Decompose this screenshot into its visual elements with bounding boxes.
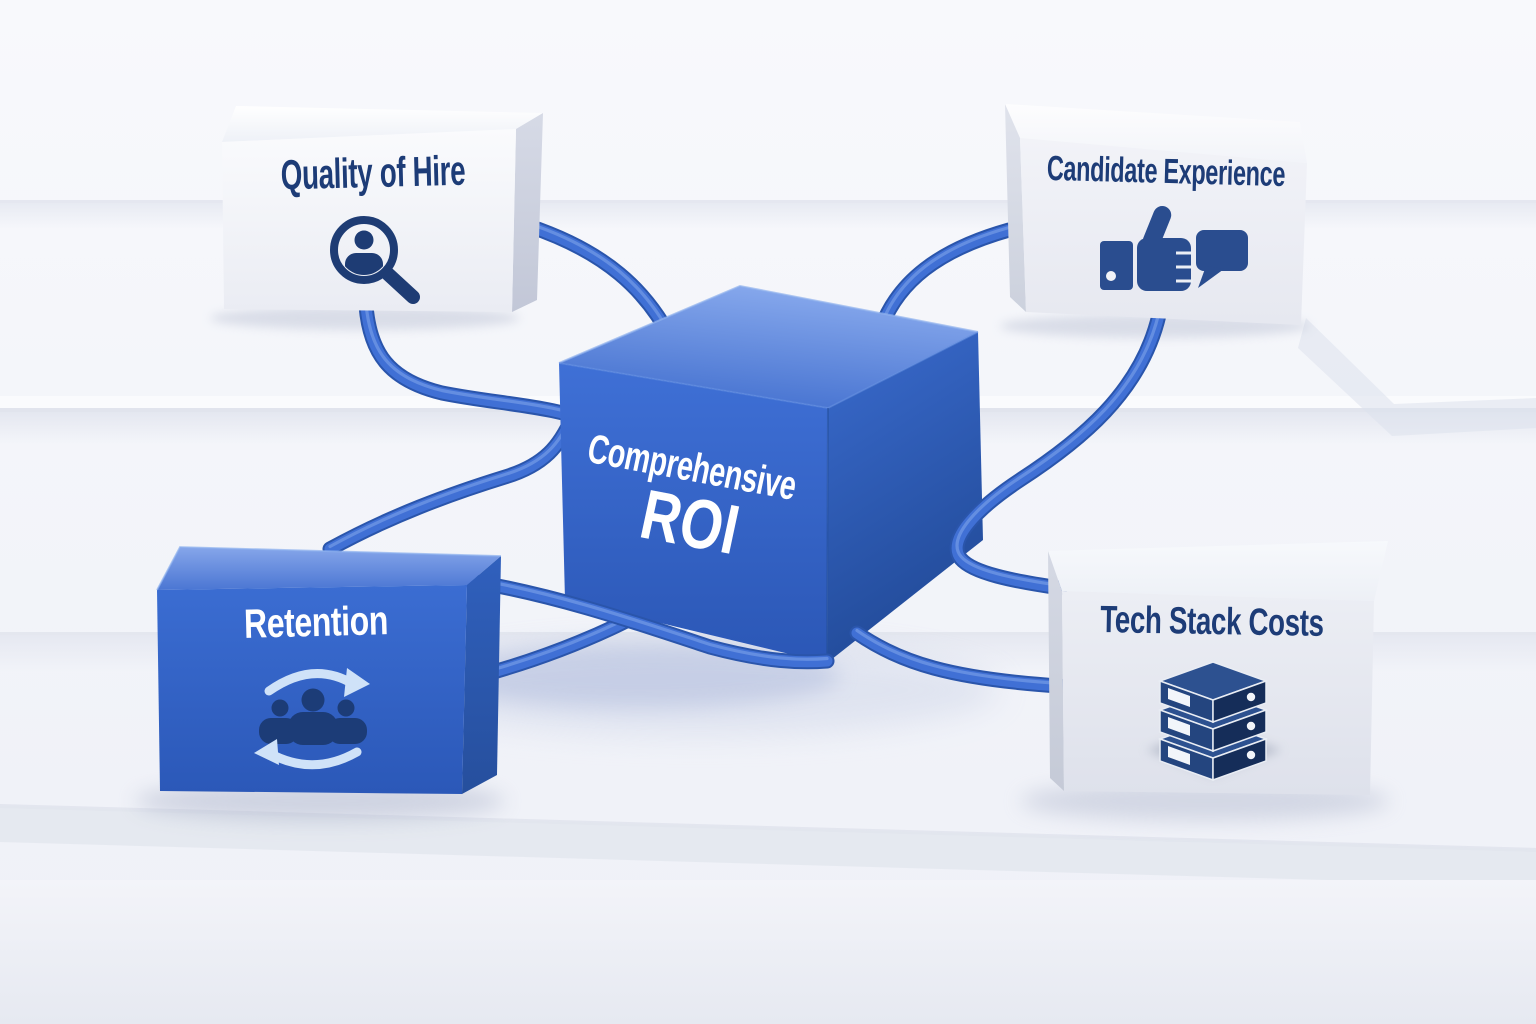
cable-candidate-left	[881, 228, 1009, 329]
server-led	[1246, 750, 1256, 760]
cycle-arrowhead-bottom	[254, 739, 279, 765]
server-right	[1212, 679, 1267, 724]
magnifier-ring	[330, 216, 398, 284]
person-head	[354, 230, 374, 250]
retention-edge-highlight	[156, 546, 502, 591]
retention-side-face	[462, 556, 501, 794]
quality-of-hire-label: Quality of Hire	[280, 146, 466, 199]
cycle-arrow-top	[264, 669, 358, 696]
qoh-side-face	[512, 113, 543, 312]
cuff-dot	[1106, 271, 1116, 281]
roi-cube-top-face	[559, 286, 978, 408]
cube-top-edge-highlight	[558, 284, 979, 364]
roi-cube	[558, 284, 983, 664]
quality-of-hire-box	[222, 106, 543, 312]
server-slot	[1168, 746, 1190, 765]
person-left-head	[271, 699, 289, 717]
thumbs-up-comment-icon	[1100, 206, 1248, 291]
server-slot	[1168, 688, 1190, 707]
floor-base	[0, 880, 1536, 1024]
person-magnifier-icon	[330, 216, 420, 304]
magnifier-person	[345, 230, 383, 275]
ts-top-face	[1048, 541, 1388, 601]
ce-side-face	[1005, 104, 1026, 312]
ce-top-face	[1005, 104, 1307, 163]
cycle-arrowhead-top	[344, 668, 370, 697]
qoh-top-face	[222, 106, 543, 142]
cable-candidate-techstack	[957, 313, 1159, 589]
retention-top-face	[157, 547, 501, 590]
thumb-fist	[1137, 238, 1191, 291]
server-led	[1246, 721, 1256, 731]
comment-bubble	[1196, 230, 1248, 271]
server-right	[1212, 708, 1267, 753]
magnifier-handle	[381, 267, 420, 304]
comment-tail	[1198, 266, 1224, 288]
thumb-cuff	[1100, 241, 1133, 290]
tech-stack-costs-label: Tech Stack Costs	[1099, 599, 1325, 645]
step-corner-right	[1298, 318, 1536, 436]
person-center-body	[288, 712, 338, 745]
server-slot	[1168, 717, 1190, 736]
server-right	[1212, 737, 1267, 782]
people-cycle-icon	[254, 668, 370, 770]
person-center-head	[301, 688, 325, 712]
cube-vertical-edge	[826, 407, 829, 664]
server-led	[1246, 692, 1256, 702]
roi-cube-right-face	[827, 332, 983, 663]
step-edge-1	[0, 200, 1536, 203]
step-face-4	[0, 806, 1536, 886]
roi-cube-left-face	[559, 363, 828, 663]
ts-side-face	[1048, 551, 1064, 791]
person-right-head	[337, 699, 355, 717]
people-group	[259, 688, 367, 745]
cable-quality-right	[529, 224, 672, 341]
person-shoulders	[345, 253, 383, 275]
server-unit	[1157, 661, 1269, 724]
server-stack-icon	[1146, 661, 1282, 782]
